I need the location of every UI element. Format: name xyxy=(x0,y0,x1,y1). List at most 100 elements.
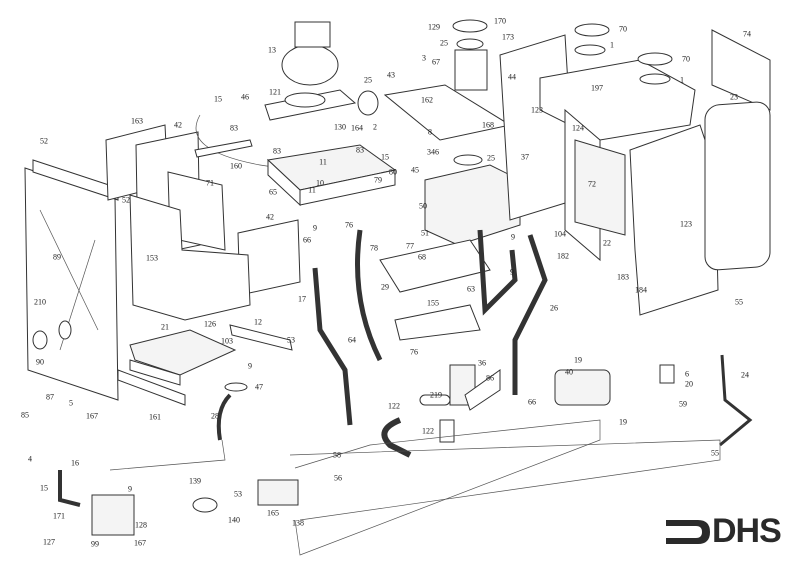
part-label-58: 58 xyxy=(333,450,341,460)
part-label-45: 45 xyxy=(411,165,419,175)
part-label-127: 127 xyxy=(43,537,55,547)
part-label-173: 173 xyxy=(502,32,514,42)
part-label-4: 4 xyxy=(28,454,32,464)
heat-exchanger-front xyxy=(299,169,396,206)
seal-47 xyxy=(224,382,248,392)
pump-40 xyxy=(554,369,611,406)
part-label-19: 19 xyxy=(574,355,582,365)
part-label-65: 65 xyxy=(269,187,277,197)
gasket-70b xyxy=(637,52,673,66)
part-label-8: 8 xyxy=(428,127,432,137)
part-label-153: 153 xyxy=(146,253,158,263)
part-label-210: 210 xyxy=(34,297,46,307)
part-label-124: 124 xyxy=(572,123,584,133)
chamber-30 xyxy=(424,164,521,246)
part-label-6: 6 xyxy=(685,369,689,379)
part-label-55: 55 xyxy=(735,297,743,307)
part-label-79: 79 xyxy=(374,175,382,185)
part-label-52: 52 xyxy=(122,195,130,205)
part-label-70: 70 xyxy=(682,54,690,64)
electrode-bar-160 xyxy=(194,139,253,158)
panel-72 xyxy=(574,139,626,236)
part-label-5: 5 xyxy=(69,398,73,408)
panel-edge xyxy=(32,159,119,201)
part-label-99: 99 xyxy=(91,539,99,549)
flue-adapter-44 xyxy=(454,49,488,91)
part-label-15: 15 xyxy=(381,152,389,162)
part-label-11: 11 xyxy=(319,157,327,167)
hood-ring xyxy=(284,92,326,108)
part-label-9: 9 xyxy=(511,232,515,242)
part-label-46: 46 xyxy=(241,92,249,102)
seal-25b xyxy=(456,38,484,50)
part-label-13: 13 xyxy=(268,45,276,55)
part-label-56: 56 xyxy=(334,473,342,483)
part-label-15: 15 xyxy=(40,483,48,493)
fan-13 xyxy=(281,44,339,86)
part-label-170: 170 xyxy=(494,16,506,26)
part-label-138: 138 xyxy=(292,518,304,528)
part-label-40: 40 xyxy=(565,367,573,377)
part-label-20: 20 xyxy=(685,379,693,389)
part-label-168: 168 xyxy=(482,120,494,130)
part-label-167: 167 xyxy=(86,411,98,421)
part-label-15: 15 xyxy=(214,94,222,104)
part-label-10: 10 xyxy=(316,178,324,188)
part-label-26: 26 xyxy=(550,303,558,313)
part-label-2: 2 xyxy=(373,122,377,132)
seal-25c xyxy=(453,154,483,166)
part-label-89: 89 xyxy=(53,252,61,262)
bracket-74 xyxy=(711,29,771,111)
part-label-86: 86 xyxy=(486,373,494,383)
part-label-161: 161 xyxy=(149,412,161,422)
part-label-53: 53 xyxy=(234,489,242,499)
logo-arrow-icon xyxy=(666,520,710,544)
part-label-70: 70 xyxy=(619,24,627,34)
pipe-26 xyxy=(512,234,548,395)
dhs-logo xyxy=(666,520,710,544)
part-label-63: 63 xyxy=(467,284,475,294)
gasket-155 xyxy=(394,304,481,341)
part-label-167: 167 xyxy=(134,538,146,548)
tube-219 xyxy=(419,394,451,406)
part-label-83: 83 xyxy=(356,145,364,155)
part-label-71: 71 xyxy=(206,178,214,188)
part-label-36: 36 xyxy=(478,358,486,368)
part-label-16: 16 xyxy=(71,458,79,468)
bracket-161 xyxy=(117,369,186,406)
part-label-128: 128 xyxy=(135,520,147,530)
part-label-66: 66 xyxy=(303,235,311,245)
part-label-9: 9 xyxy=(510,267,514,277)
part-label-9: 9 xyxy=(128,484,132,494)
pipe-64 xyxy=(312,267,353,426)
part-label-129: 129 xyxy=(428,22,440,32)
part-label-184: 184 xyxy=(635,285,647,295)
valve-138 xyxy=(257,479,299,506)
part-label-87: 87 xyxy=(46,392,54,402)
panel-line xyxy=(39,209,99,331)
part-label-78: 78 xyxy=(370,243,378,253)
part-label-42: 42 xyxy=(266,212,274,222)
part-label-51: 51 xyxy=(421,228,429,238)
connection-line xyxy=(289,439,721,521)
part-label-64: 64 xyxy=(348,335,356,345)
part-label-155: 155 xyxy=(427,298,439,308)
part-label-24: 24 xyxy=(741,370,749,380)
gasket-1 xyxy=(574,44,606,56)
part-label-76: 76 xyxy=(410,347,418,357)
pipe-24 xyxy=(719,354,753,447)
part-label-183: 183 xyxy=(617,272,629,282)
spring-122 xyxy=(439,419,455,443)
part-label-25: 25 xyxy=(487,153,495,163)
part-label-90: 90 xyxy=(36,357,44,367)
plate-86 xyxy=(464,369,501,411)
part-label-55: 55 xyxy=(711,448,719,458)
part-label-139: 139 xyxy=(189,476,201,486)
part-label-17: 17 xyxy=(298,294,306,304)
expansion-vessel-23 xyxy=(704,101,771,271)
part-label-68: 68 xyxy=(418,252,426,262)
part-label-122: 122 xyxy=(422,426,434,436)
tray-68 xyxy=(379,239,491,293)
part-label-165: 165 xyxy=(267,508,279,518)
